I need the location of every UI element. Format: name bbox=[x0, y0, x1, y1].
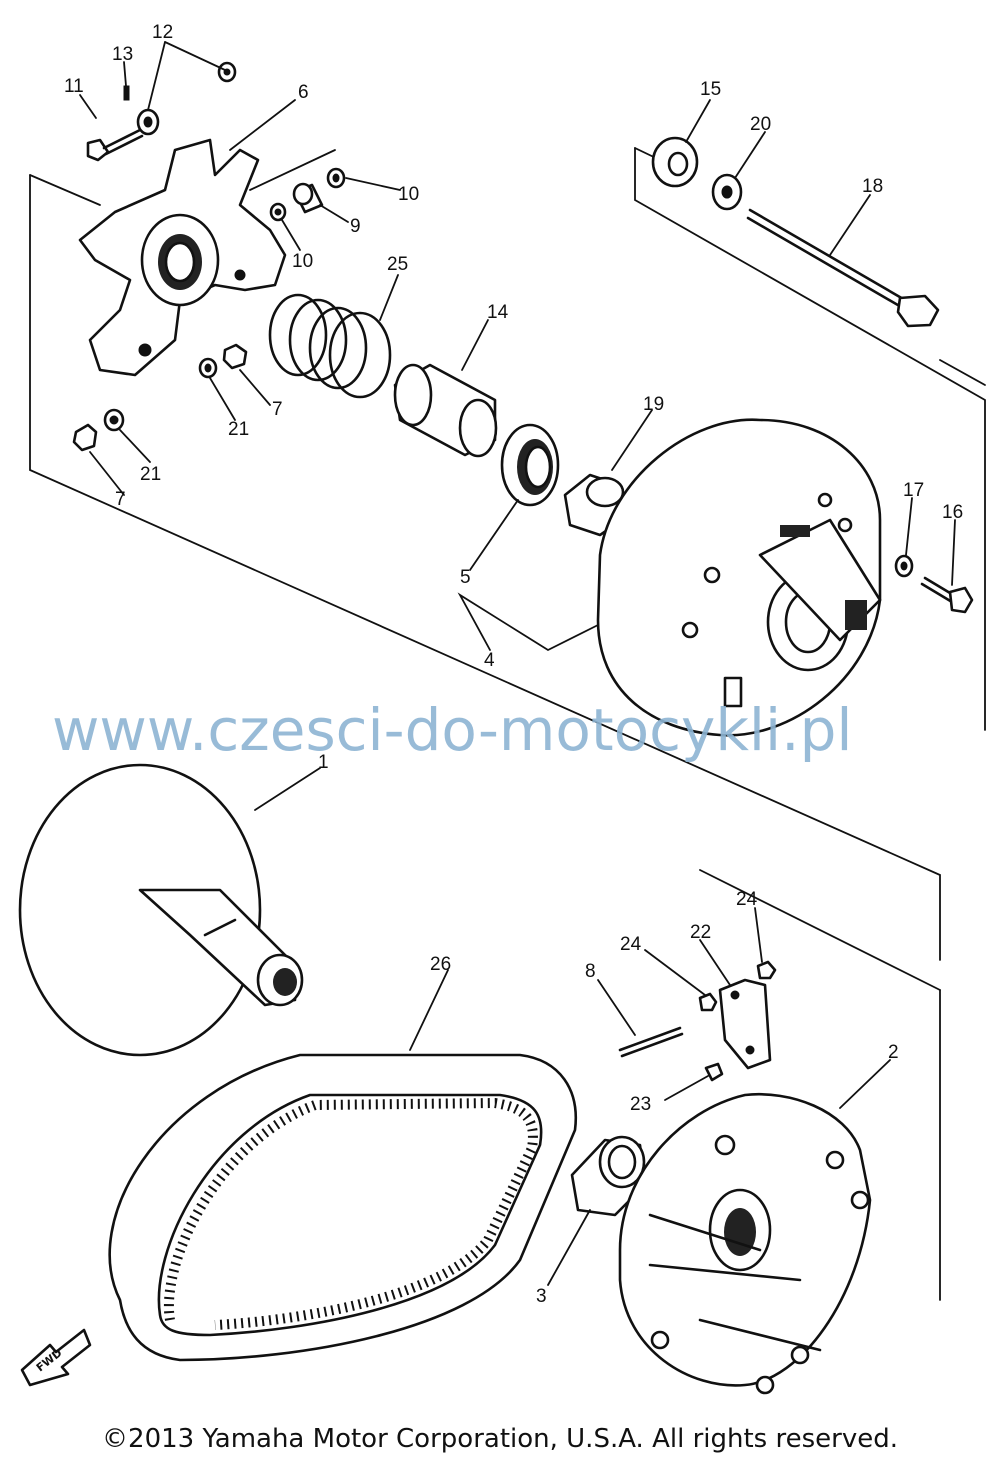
callout-25: 25 bbox=[387, 254, 408, 275]
callout-21a: 21 bbox=[228, 419, 249, 440]
callout-24a: 24 bbox=[620, 934, 642, 955]
seal-5 bbox=[500, 423, 560, 507]
drive-belt-26 bbox=[108, 1053, 578, 1362]
callout-16: 16 bbox=[942, 502, 963, 523]
callout-22: 22 bbox=[690, 922, 711, 943]
bolt-18 bbox=[746, 208, 940, 328]
washer-20 bbox=[711, 173, 743, 211]
callout-20: 20 bbox=[750, 114, 771, 135]
upper-assembly-frame bbox=[29, 149, 941, 961]
movable-sheave-2 bbox=[618, 1092, 872, 1395]
callout-19: 19 bbox=[643, 394, 664, 415]
forward-arrow-icon: FWD bbox=[20, 1328, 92, 1387]
nut-24 bbox=[698, 960, 777, 1012]
callout-2: 2 bbox=[888, 1042, 899, 1063]
callout-3: 3 bbox=[536, 1286, 547, 1307]
nut-7 bbox=[72, 343, 248, 452]
callout-26: 26 bbox=[430, 954, 451, 975]
pin-13 bbox=[123, 85, 130, 101]
callout-10b: 10 bbox=[292, 251, 313, 272]
washer-15 bbox=[651, 136, 699, 188]
spider-cam-part bbox=[78, 138, 287, 377]
collar-3 bbox=[570, 1135, 647, 1217]
callout-11: 11 bbox=[64, 76, 84, 97]
callout-21b: 21 bbox=[140, 464, 161, 485]
callout-7b: 7 bbox=[115, 489, 126, 510]
weight-arm-22 bbox=[718, 978, 772, 1070]
copyright-notice: ©2013 Yamaha Motor Corporation, U.S.A. A… bbox=[102, 1424, 898, 1454]
callout-4: 4 bbox=[484, 650, 495, 671]
callout-14: 14 bbox=[487, 302, 509, 323]
callout-5: 5 bbox=[460, 567, 471, 588]
leader-lines bbox=[79, 41, 956, 1286]
bolt-16 bbox=[920, 576, 974, 614]
fixed-sheave-1 bbox=[18, 763, 304, 1057]
callout-24b: 24 bbox=[736, 889, 758, 910]
lower-assembly-frame bbox=[699, 869, 941, 1301]
callout-7a: 7 bbox=[272, 399, 283, 420]
washer-12 bbox=[136, 61, 237, 136]
callout-13: 13 bbox=[112, 44, 133, 65]
washer-21 bbox=[103, 357, 218, 432]
bushing-14 bbox=[393, 363, 498, 458]
sheave-cover-4 bbox=[596, 418, 882, 737]
washer-17 bbox=[894, 554, 914, 578]
callout-8: 8 bbox=[585, 961, 596, 982]
spring-25 bbox=[268, 293, 392, 399]
callout-18: 18 bbox=[862, 176, 883, 197]
callout-labels: 12 13 11 6 10 9 10 25 14 7 21 21 7 15 20… bbox=[64, 22, 963, 1307]
bolt-11 bbox=[86, 128, 144, 162]
pin-8 bbox=[618, 1026, 684, 1058]
callout-17: 17 bbox=[903, 480, 924, 501]
callout-23: 23 bbox=[630, 1094, 651, 1115]
callout-15: 15 bbox=[700, 79, 721, 100]
roller-9 bbox=[292, 182, 324, 214]
callout-6: 6 bbox=[298, 82, 309, 103]
callout-10a: 10 bbox=[398, 184, 419, 205]
callout-12: 12 bbox=[152, 22, 173, 43]
callout-1: 1 bbox=[318, 752, 329, 773]
watermark-url: www.czesci-do-motocykli.pl bbox=[52, 696, 853, 764]
callout-9: 9 bbox=[350, 216, 361, 237]
bolt-23 bbox=[704, 1062, 724, 1082]
washer-10 bbox=[269, 167, 346, 222]
